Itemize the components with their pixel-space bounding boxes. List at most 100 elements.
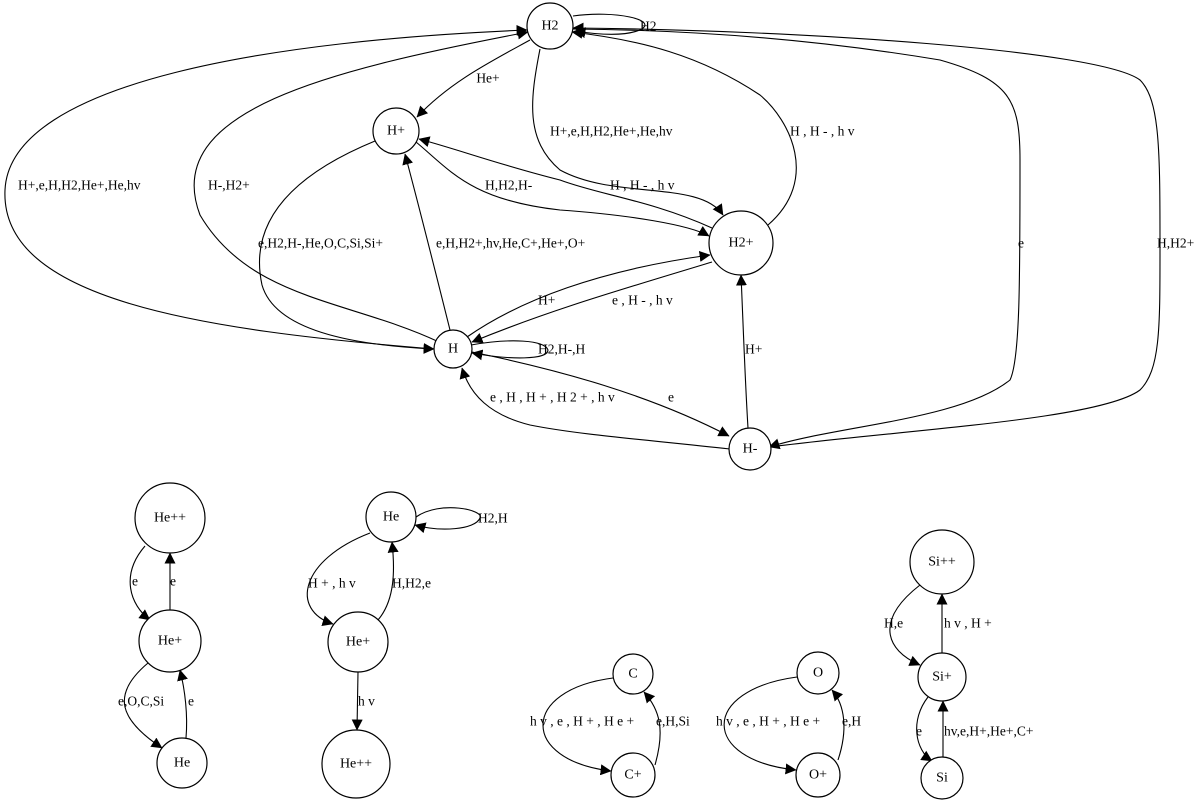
nodes-layer: H2H+H2+HH-He++He+HeHeHe+He++CC+OO+Si++Si… <box>134 2 975 800</box>
edge-label-he-a-to-heplus-a: e <box>188 694 194 709</box>
node-label-siplus: Si+ <box>932 670 952 685</box>
edge-o-to-oplus <box>723 676 798 775</box>
node-circle-heplus-a <box>138 609 202 673</box>
edge-hplus-to-h2plus <box>415 141 710 237</box>
edges-layer <box>4 13 1161 776</box>
edge-label-cplus-to-c: e,H,Si <box>656 714 690 729</box>
edge-label-hplus-to-h: e,H2,H-,He,O,C,Si,Si+ <box>258 236 383 251</box>
edge-label-h2-to-h2: H2 <box>640 19 657 34</box>
edge-cplus-to-c <box>643 691 661 766</box>
node-circle-c <box>612 653 654 695</box>
edge-label-siplus-to-si: e <box>916 724 922 739</box>
edge-label-he-b-to-he-b: H2,H <box>478 511 508 526</box>
edge-heplus-a-to-he-a <box>123 662 163 749</box>
edge-h2plus-to-h2 <box>571 27 797 226</box>
node-circle-heplusplus-a <box>134 482 206 554</box>
node-circle-siplus <box>917 652 967 702</box>
edge-label-h-to-hminus: e <box>668 390 674 405</box>
edge-h-to-h2 <box>193 28 529 343</box>
edge-h2-to-h2plus <box>532 48 724 216</box>
node-circle-heplus-b <box>327 611 389 673</box>
edge-label-hminus-to-h2plus: H+ <box>745 342 762 357</box>
node-label-h2: H2 <box>541 19 558 34</box>
node-siplus: Si+ <box>917 652 967 702</box>
edge-he-b-to-heplus-b <box>306 532 371 626</box>
node-he-b: He <box>365 491 417 543</box>
node-circle-hminus <box>728 427 772 471</box>
edge-oplus-to-o <box>831 689 845 761</box>
node-circle-he-a <box>156 737 208 789</box>
edge-label-heplus-a-to-heplusplus-a: e <box>170 574 176 589</box>
node-heplusplus-a: He++ <box>134 482 206 554</box>
node-circle-si <box>920 756 964 800</box>
edge-h2-to-h2 <box>572 13 646 39</box>
edge-label-h-to-h2plus: H+ <box>538 293 555 308</box>
node-circle-o <box>796 651 840 695</box>
node-heplus-a: He+ <box>138 609 202 673</box>
node-label-heplus-a: He+ <box>158 634 182 649</box>
node-he-a: He <box>156 737 208 789</box>
edge-he-b-to-he-b <box>414 507 481 534</box>
edge-label-h2plus-to-h: e , H - , h v <box>612 293 673 308</box>
edge-label-h2plus-to-hplus: H , H - , h v <box>610 178 675 193</box>
node-heplus-b: He+ <box>327 611 389 673</box>
node-label-hplus: H+ <box>387 124 405 139</box>
edge-heplus-b-to-he-b <box>377 541 399 621</box>
edge-heplus-b-to-heplusplus-b <box>351 671 363 731</box>
node-h: H <box>433 329 473 369</box>
node-si: Si <box>920 756 964 800</box>
edge-label-o-to-oplus: h v , e , H + , H e + <box>716 714 820 729</box>
node-circle-siplusplus <box>909 529 975 595</box>
edge-siplus-to-si <box>916 696 933 762</box>
node-h2: H2 <box>526 2 574 50</box>
edge-h-to-h2 <box>4 24 528 350</box>
node-circle-he-b <box>365 491 417 543</box>
node-heplusplus-b: He++ <box>321 729 391 799</box>
node-circle-cplus <box>610 752 656 798</box>
node-circle-h2 <box>526 2 574 50</box>
node-label-he-a: He <box>174 756 190 771</box>
node-h2plus: H2+ <box>708 210 774 276</box>
edge-label-siplus-to-siplusplus: h v , H + <box>944 616 992 631</box>
node-circle-h <box>433 329 473 369</box>
node-circle-heplusplus-b <box>321 729 391 799</box>
edge-h2-to-hminus <box>572 28 1021 450</box>
node-label-heplusplus-b: He++ <box>340 757 372 772</box>
node-o: O <box>796 651 840 695</box>
node-label-he-b: He <box>383 510 399 525</box>
edge-siplusplus-to-siplus <box>889 584 921 666</box>
node-c: C <box>612 653 654 695</box>
edge-hplus-to-h <box>258 140 435 354</box>
edge-h-to-h2plus <box>466 250 711 338</box>
node-label-heplusplus-a: He++ <box>154 511 186 526</box>
edge-label-h-to-h2: H+,e,H,H2,He+,He,hv <box>18 178 141 193</box>
edge-label-heplus-a-to-he-a: e,O,C,Si <box>118 694 164 709</box>
node-label-c: C <box>628 667 637 682</box>
edge-label-h-to-h2: H-,H2+ <box>208 178 250 193</box>
edge-label-hminus-to-h2: H,H2+ <box>1157 236 1194 251</box>
edge-label-h2-to-h2plus: H+,e,H,H2,He+,He,hv <box>550 124 673 139</box>
node-hminus: H- <box>728 427 772 471</box>
edge-c-to-cplus <box>542 677 614 776</box>
edge-h-to-hminus <box>471 351 730 437</box>
edge-label-si-to-siplus: hv,e,H+,He+,C+ <box>944 724 1033 739</box>
edge-heplusplus-a-to-heplus-a <box>129 545 151 621</box>
edge-hminus-to-h <box>459 367 731 450</box>
edge-h2plus-to-hplus <box>418 136 713 229</box>
node-label-o: O <box>813 666 823 681</box>
node-hplus: H+ <box>372 107 420 155</box>
node-circle-h2plus <box>708 210 774 276</box>
node-label-h: H <box>448 342 458 357</box>
node-oplus: O+ <box>795 752 841 798</box>
node-circle-oplus <box>795 752 841 798</box>
edge-label-heplus-b-to-heplusplus-b: h v <box>358 694 375 709</box>
edge-h2-to-hplus <box>416 39 531 118</box>
edge-label-oplus-to-o: e,H <box>842 714 861 729</box>
edge-h-to-hplus <box>402 153 451 331</box>
node-label-oplus: O+ <box>809 768 827 783</box>
edge-label-h2-to-hplus: He+ <box>476 71 499 86</box>
node-label-siplusplus: Si++ <box>928 555 956 570</box>
edge-hminus-to-h2 <box>572 22 1161 448</box>
edge-label-h2plus-to-h2: H , H - , h v <box>790 124 855 139</box>
